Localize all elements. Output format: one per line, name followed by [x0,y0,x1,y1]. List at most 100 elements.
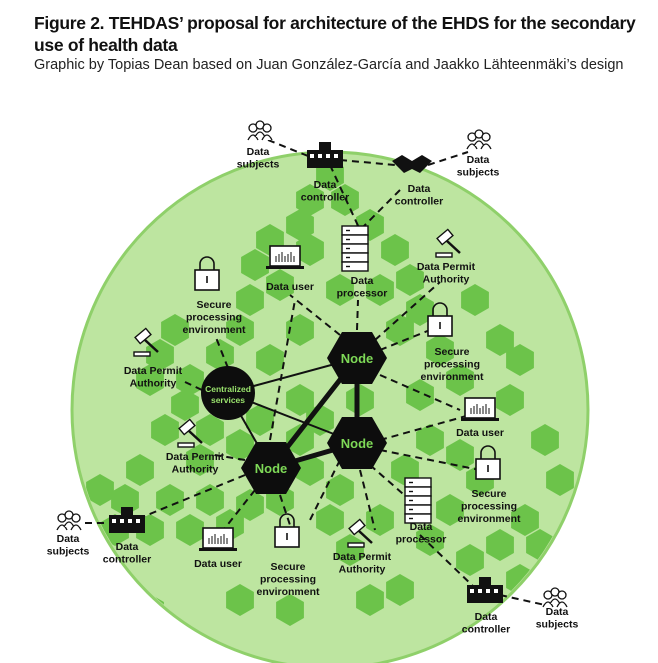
hex-patch [236,284,264,316]
dashed-link [369,464,411,501]
node-hexagon [240,442,302,494]
hex-patch [506,344,534,376]
hex-patch [426,334,454,366]
label-dpa3: Authority [172,464,219,476]
figure-subtitle: Graphic by Topias Dean based on Juan Gon… [34,57,624,73]
label-spe3: processing [461,501,517,513]
label-dc3: Data [116,541,139,553]
dashed-link [374,281,441,341]
label-dpa4: Authority [339,564,386,576]
hex-patch [241,249,269,281]
gavel-icon [177,418,203,448]
hex-patch [546,464,574,496]
label-du3: Data user [194,558,242,570]
node-label: Node [341,436,374,451]
dashed-link [224,489,256,529]
label-dc4: controller [462,624,510,636]
laptop-icon [266,245,304,269]
hex-patch [286,384,314,416]
dashed-link [339,159,396,166]
hex-patch [436,494,464,526]
dashed-link [139,474,246,519]
dashed-link [279,494,291,526]
laptop-icon [461,397,499,421]
dashed-link [379,449,481,471]
hex-patch [486,324,514,356]
hex-patch [106,574,134,606]
gavel-icon [347,518,373,548]
dashed-link [356,299,359,331]
hex-patch [336,534,364,566]
label-dpa4: Data Permit [333,551,392,563]
hex-patch [381,234,409,266]
hex-patch [511,504,539,536]
hex-patch [406,294,434,326]
label-ds2: Data [467,154,490,166]
hex-patch [286,314,314,346]
hex-patch [171,389,199,421]
dashed-link [427,151,469,166]
hex-patch [266,269,294,301]
hex-patch [126,454,154,486]
hex-patch [396,264,424,296]
label-dc3: controller [103,554,151,566]
building-icon [467,577,503,603]
centralized-services-label: Centralized [205,384,251,394]
people-icon [56,510,82,531]
label-ds4: Data [546,606,569,618]
centralized-services-label: services [211,395,245,405]
hex-patch [456,544,484,576]
hex-patch [286,424,314,456]
hex-patch [331,184,359,216]
label-spe2: Secure [434,346,469,358]
figure-title: Figure 2. TEHDAS’ proposal for architect… [34,13,636,55]
hex-patch [226,584,254,616]
gavel-icon [133,327,159,357]
icons [56,120,568,608]
hex-patch [386,314,414,346]
label-dpa2: Authority [130,378,177,390]
server-icon [404,477,432,524]
server-icon [341,225,369,272]
hex-patch [531,424,559,456]
hex-patch [136,364,164,396]
hex-patch [416,424,444,456]
people-icon [542,587,568,608]
people-icon [466,129,492,150]
hex-patch [236,489,264,521]
hex-patch [366,504,394,536]
label-ds3: subjects [47,546,90,558]
hex-patch [296,454,324,486]
label-dc2: controller [395,196,443,208]
hex-patch [151,414,179,446]
lock-icon [427,302,453,337]
label-dp1: processor [337,288,388,300]
dashed-link [499,594,546,606]
hex-patch [446,364,474,396]
dashed-link [359,189,401,231]
label-ds4: subjects [536,619,579,631]
hex-patch [86,474,114,506]
node-label: Node [341,351,374,366]
dashed-link [379,329,431,351]
label-spe4: processing [260,574,316,586]
hex-patch [286,209,314,241]
label-spe3: Secure [471,488,506,500]
node-hexagon [326,332,388,384]
node-hexagon [326,417,388,469]
hex-patch [446,439,474,471]
hex-patch [316,504,344,536]
dashed-link [214,334,229,369]
hex-patch [326,274,354,306]
building-icon [307,142,343,168]
label-ds2: subjects [457,167,500,179]
hex-patch [356,584,384,616]
gavel-icon [435,228,461,258]
label-spe4: Secure [270,561,305,573]
hex-patch [226,429,254,461]
centralized-services [201,366,255,420]
hex-patch [161,314,189,346]
label-spe2: processing [424,359,480,371]
label-dpa1: Authority [423,274,470,286]
